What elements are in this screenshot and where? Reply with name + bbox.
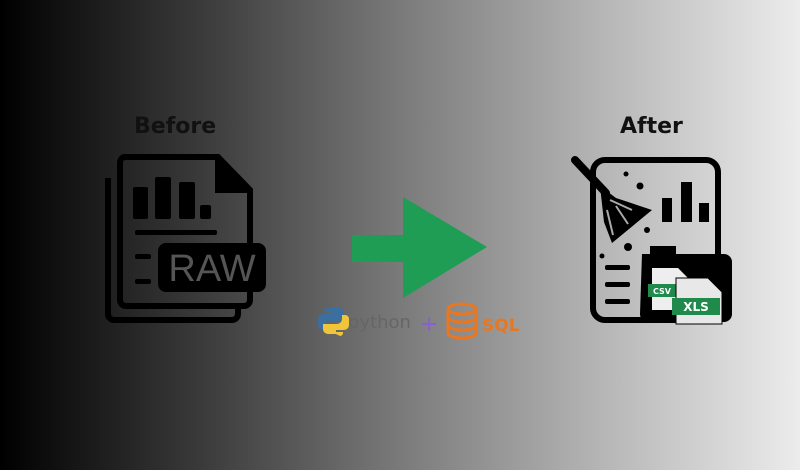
raw-badge: [158, 243, 266, 292]
broom-icon: [571, 156, 652, 243]
database-icon: [446, 302, 478, 340]
python-label: python: [348, 312, 411, 333]
csv-label: CSV: [653, 287, 672, 296]
python-logo-icon: [318, 308, 349, 336]
before-title: Before: [134, 114, 217, 139]
after-title: After: [620, 114, 683, 139]
clean-chart-icon: [599, 171, 709, 304]
xls-file-icon: [672, 277, 723, 325]
raw-chart-icon: [133, 177, 266, 292]
plus-sign: +: [420, 312, 438, 337]
sql-label: SQL: [482, 316, 520, 336]
arrow-right-icon: [352, 197, 487, 298]
raw-document-icon: [105, 154, 253, 323]
xls-label: XLS: [683, 300, 709, 314]
raw-badge-label: RAW: [168, 248, 255, 290]
